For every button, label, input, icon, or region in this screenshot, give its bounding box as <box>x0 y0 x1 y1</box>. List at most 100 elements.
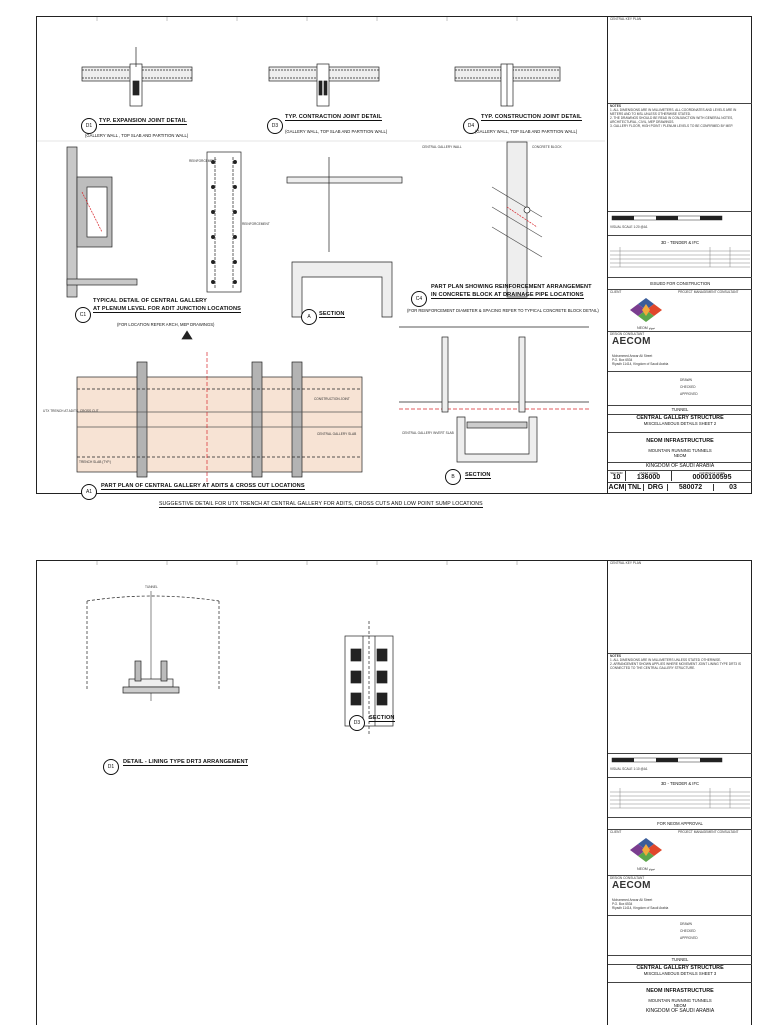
scale-label-2: VISUAL SCALE 1:10 @A1 <box>610 767 648 771</box>
project-location-1-s2: NEOM <box>673 1003 687 1008</box>
d1-joint-drawing <box>81 47 193 107</box>
c1-wall-drawing <box>66 146 242 298</box>
approved-label: APPROVED <box>680 392 698 396</box>
stage-label-2: 3D - TENDER & IFC <box>660 781 700 786</box>
client-cell: CLIENT PROJECT MANAGEMENT CONSULTANT NEO… <box>608 289 752 331</box>
detail-title-c1-line1: TYPICAL DETAIL OF CENTRAL GALLERY <box>93 298 207 304</box>
scale-bar-2 <box>611 757 723 763</box>
drawing-sheet-2: TUNNEL D3 SECTION D1 DETAIL - LINING TYP… <box>36 560 752 1025</box>
d1-lining-drawing <box>86 591 220 701</box>
tunnel-label-tb-2: TUNNEL <box>671 957 689 962</box>
drawing-number-cell: ACM TNL DRG 580072 03 <box>608 482 752 493</box>
stage-cell-2: 3D - TENDER & IFC <box>608 777 752 817</box>
tunnel-label: TUNNEL <box>671 407 689 412</box>
project-location-2-s2: KINGDOM OF SAUDI ARABIA <box>645 1008 715 1014</box>
detail-title-d3-s2: SECTION <box>369 715 395 722</box>
aecom-logo: AECOM <box>612 336 651 347</box>
status-label-2: FOR NEOM APPROVAL <box>657 821 703 826</box>
country-cell: KINGDOM OF SAUDI ARABIA <box>608 462 752 470</box>
drawing-area-2: TUNNEL D3 SECTION D1 DETAIL - LINING TYP… <box>37 561 605 1025</box>
callout-central-gallery-slab: CENTRAL GALLERY SLAB <box>317 432 357 436</box>
tunnel-cell-2: TUNNEL <box>608 955 752 964</box>
client-label-2: CLIENT <box>610 830 622 834</box>
title-block-1: CENTRAL KEY PLAN NOTES 1. ALL DIMENSIONS… <box>607 17 752 493</box>
callout-central-gallery-wall: CENTRAL GALLERY WALL <box>422 145 462 149</box>
notes-heading: NOTES <box>610 104 621 108</box>
revision-table-2 <box>610 788 750 809</box>
project-subtitle: MOUNTAIN RUNNING TUNNELS <box>648 448 712 453</box>
project-subtitle-2: MOUNTAIN RUNNING TUNNELS <box>648 998 712 1003</box>
note-1: 1. ALL DIMENSIONS ARE IN MILLIMETERS. AL… <box>610 108 737 116</box>
drawn-label-2: DRAWN <box>680 922 692 926</box>
detail-sub-c1: (FOR LOCATION REFER ARCH, MEP DRAWINGS) <box>117 322 215 327</box>
note-3: 3. GALLERY FLOOR, HIGH POINT / PLENUM LE… <box>610 124 734 128</box>
code-head-contract: CONTRACT CODE <box>698 471 726 475</box>
approved-label-2: APPROVED <box>680 936 698 940</box>
detail-title-d3: TYP. CONTRACTION JOINT DETAIL <box>285 114 382 121</box>
callout-trench-slab: TRENCH SLAB (TYP.) <box>79 460 111 464</box>
detail-title-b: SECTION <box>465 472 491 479</box>
detail-sub-d3: (GALLERY WALL, TOP SLAB AND PARTITION WA… <box>285 129 388 134</box>
detail-sub-d4: (GALLERY WALL, TOP SLAB AND PARTITION WA… <box>475 129 578 134</box>
client-cell-2: CLIENT PROJECT MANAGEMENT CONSULTANT NEO… <box>608 829 752 875</box>
detail-sub-c4: (FOR REINFORCEMENT DIAMETER & SPACING RE… <box>407 308 599 313</box>
drawing-title: CENTRAL GALLERY STRUCTURE <box>636 415 724 421</box>
detail-tag-d1: D1 <box>81 118 97 134</box>
note-2-s2: 2. ARRANGEMENT SHOWN APPLIES WHERE MOVEM… <box>610 662 741 670</box>
section-b-drawing <box>399 326 589 463</box>
code-cell: SECTOR ASSET CODE CONTRACT CODE 10 13600… <box>608 470 752 482</box>
callout-concrete-block: CONCRETE BLOCK <box>532 145 562 149</box>
code-head-asset: ASSET CODE <box>626 471 672 475</box>
dwg-part-2: TNL <box>626 484 644 491</box>
neom-logo-icon-2 <box>630 838 662 862</box>
stage-label: 3D - TENDER & IFC <box>660 240 700 245</box>
stage-cell: 3D - TENDER & IFC <box>608 235 752 277</box>
neom-arabic-2: نيوم <box>648 867 655 871</box>
notes-cell: NOTES 1. ALL DIMENSIONS ARE IN MILLIMETE… <box>608 103 752 211</box>
detail-tag-b: B <box>445 469 461 485</box>
dwg-part-5: 03 <box>729 484 737 491</box>
tunnel-label-2: TUNNEL <box>145 585 158 589</box>
approval-cell: DRAWN CHECKED APPROVED <box>608 371 752 405</box>
aecom-address-3-s2: Riyadh 11414, Kingdom of Saudi Arabia <box>612 906 669 910</box>
detail-title-c4-line2: IN CONCRETE BLOCK AT DRAINAGE PIPE LOCAT… <box>431 292 584 299</box>
callout-rebar-1: REINFORCEMENT <box>189 159 217 163</box>
callout-utx-trench: UTX TRENCH AT ADITS, CROSS CUT <box>43 409 99 413</box>
d3-section-drawing <box>344 621 394 736</box>
detail-tag-a: A <box>301 309 317 325</box>
scale-cell-2: VISUAL SCALE 1:10 @A1 <box>608 753 752 777</box>
detail-title-a: SECTION <box>319 311 345 318</box>
code-head-sector: SECTOR <box>608 471 626 475</box>
aecom-address-1-s2: Mohammed Anwar Ali Street <box>612 898 653 902</box>
a1-plan-drawing <box>76 330 363 482</box>
detail-title-a1: PART PLAN OF CENTRAL GALLERY AT ADITS & … <box>101 483 305 490</box>
detail-title-c4-line1: PART PLAN SHOWING REINFORCEMENT ARRANGEM… <box>431 284 592 290</box>
sheet2-linework <box>86 561 518 736</box>
drawing-title-cell: CENTRAL GALLERY STRUCTURE MISCELLANEOUS … <box>608 414 752 432</box>
checked-label-2: CHECKED <box>680 929 696 933</box>
aecom-address-1: Mohammed Anwar Ali Street <box>612 354 653 358</box>
dwg-part-1: ACM <box>608 484 626 491</box>
callout-rebar-2: REINFORCEMENT <box>242 222 270 226</box>
note-1-s2: 1. ALL DIMENSIONS ARE IN MILLIMETERS UNL… <box>610 658 722 662</box>
project-location-2: KINGDOM OF SAUDI ARABIA <box>645 463 715 469</box>
aecom-logo-2: AECOM <box>612 880 651 891</box>
key-plan-label-2: CENTRAL KEY PLAN <box>610 561 642 565</box>
aecom-address-2: P.O. Box 6534 <box>612 358 633 362</box>
drawing-sheet-1: D1 TYP. EXPANSION JOINT DETAIL (GALLERY … <box>36 16 752 508</box>
sheet1-linework <box>37 17 605 482</box>
tunnel-cell: TUNNEL <box>608 405 752 414</box>
suggestive-detail-title: SUGGESTIVE DETAIL FOR UTX TRENCH AT CENT… <box>159 501 483 508</box>
aecom-address-2-s2: P.O. Box 6534 <box>612 902 633 906</box>
approval-cell-2: DRAWN CHECKED APPROVED <box>608 915 752 955</box>
pmc-label-2: PROJECT MANAGEMENT CONSULTANT <box>678 830 739 834</box>
neom-wordmark-2: NEOM <box>637 867 648 871</box>
detail-tag-d1-s2: D1 <box>103 759 119 775</box>
code-val-contract: 0000100595 <box>692 474 732 481</box>
scale-label: VISUAL SCALE 1:20 @A1 <box>610 225 648 229</box>
design-consultant-cell-2: DESIGN CONSULTANT AECOM Mohammed Anwar A… <box>608 875 752 915</box>
drawing-title-2: CENTRAL GALLERY STRUCTURE <box>636 965 724 971</box>
design-consultant-label: DESIGN CONSULTANT <box>610 332 645 336</box>
neom-wordmark: NEOM <box>637 326 648 330</box>
project-name-2: NEOM INFRASTRUCTURE <box>646 988 714 994</box>
